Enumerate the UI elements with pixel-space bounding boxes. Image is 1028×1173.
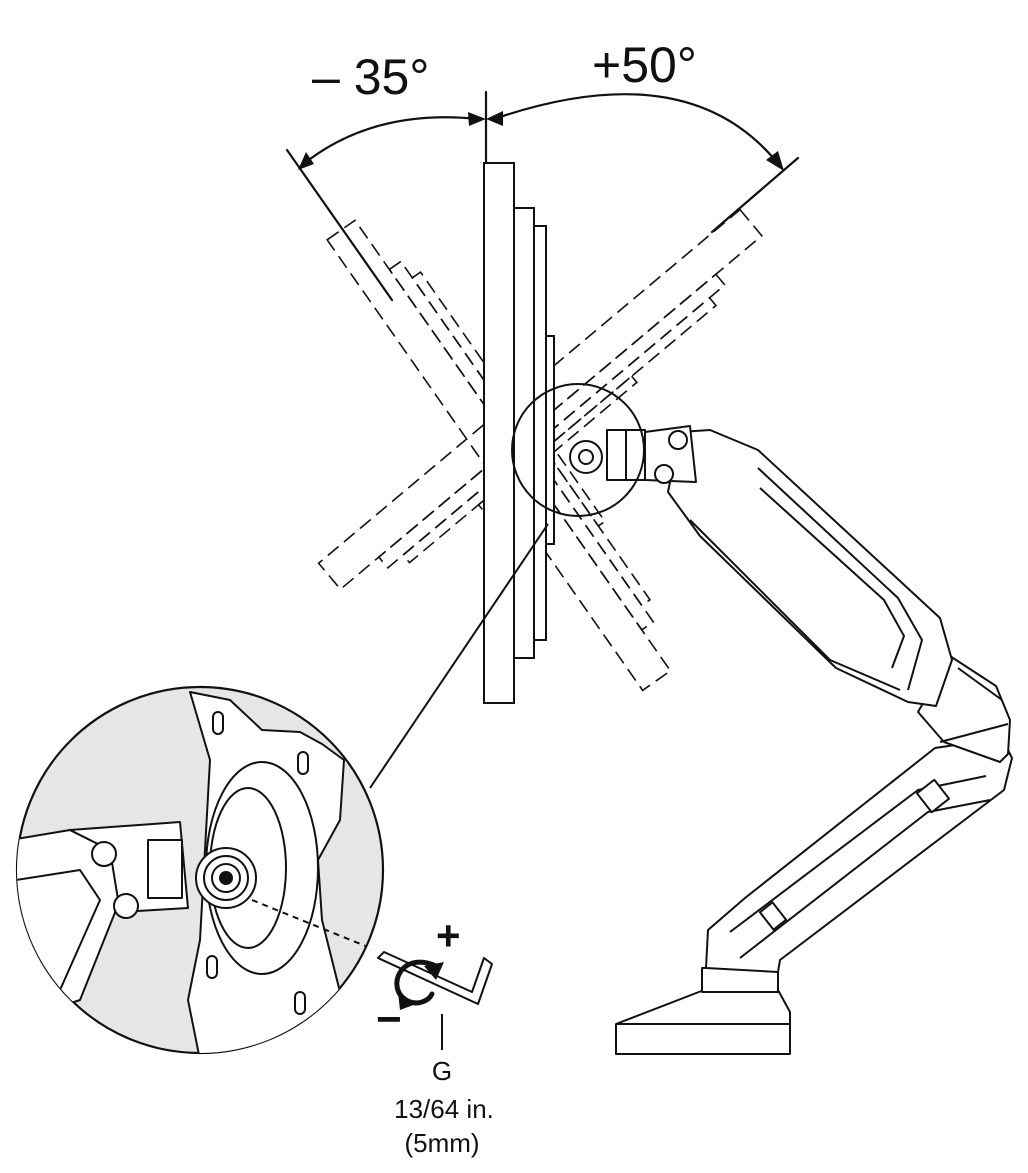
rotation-arrowhead-icon	[424, 962, 444, 980]
elbow-detail	[939, 667, 1009, 743]
monitor-back-hump	[545, 335, 555, 545]
monitor-arm	[569, 425, 1013, 1055]
arrowhead-plus-right	[766, 151, 784, 171]
hex-key-size-inch: 13/64 in.	[394, 1094, 494, 1124]
lower-arm	[705, 737, 1013, 973]
hex-key-size-mm: (5mm)	[404, 1128, 479, 1158]
tilt-knob-inner	[578, 449, 594, 465]
upper-arm-ridge	[689, 467, 923, 691]
vesa-slot-4	[294, 991, 306, 1015]
magnified-pivot-screw-2	[113, 893, 139, 919]
monitor-back-step	[533, 225, 547, 641]
magnified-detail-view	[15, 685, 385, 1055]
vesa-slot-1	[212, 711, 224, 735]
upper-arm	[667, 429, 953, 707]
hex-key-tool: + −	[376, 912, 493, 1050]
tighten-plus-sign: +	[436, 912, 461, 959]
minus-35-limit-line	[285, 148, 394, 302]
magnified-hex-socket	[219, 871, 233, 885]
lower-arm-slot	[915, 778, 951, 814]
magnified-arm-detail	[17, 869, 101, 991]
monitor-side-view	[483, 162, 555, 704]
vesa-slot-2	[297, 751, 309, 775]
lower-arm-slot-2	[758, 901, 788, 931]
arrowhead-minus-left	[298, 152, 314, 170]
loosen-minus-sign: −	[376, 995, 402, 1044]
head-pivot-top-screw	[668, 430, 688, 450]
lower-arm-channel	[729, 775, 991, 959]
head-pivot-bottom-screw	[654, 464, 674, 484]
tilt-range-indicator	[285, 90, 800, 302]
upper-arm-inner	[759, 487, 905, 669]
monitor-panel	[483, 162, 515, 704]
arrowhead-minus-right	[468, 112, 486, 126]
monitor-back-shell	[513, 207, 535, 659]
magnified-pivot-screw-1	[91, 841, 117, 867]
plus-tilt-arc	[492, 93, 782, 168]
detail-callout-circle	[511, 383, 645, 517]
hex-key-letter: G	[432, 1056, 452, 1086]
callout-leader-line	[369, 523, 549, 789]
minus-tilt-arc	[299, 116, 480, 168]
arrowhead-plus-left	[486, 111, 503, 126]
plus-50-degree-label: +50°	[592, 37, 697, 93]
minus-35-degree-label: – 35°	[312, 49, 429, 105]
magnified-tilt-bracket	[147, 839, 183, 899]
plus-50-limit-line	[710, 156, 800, 234]
rotation-arrowhead-bottom-icon	[398, 992, 416, 1010]
vesa-slot-3	[206, 955, 218, 979]
desk-clamp-base	[615, 989, 791, 1055]
